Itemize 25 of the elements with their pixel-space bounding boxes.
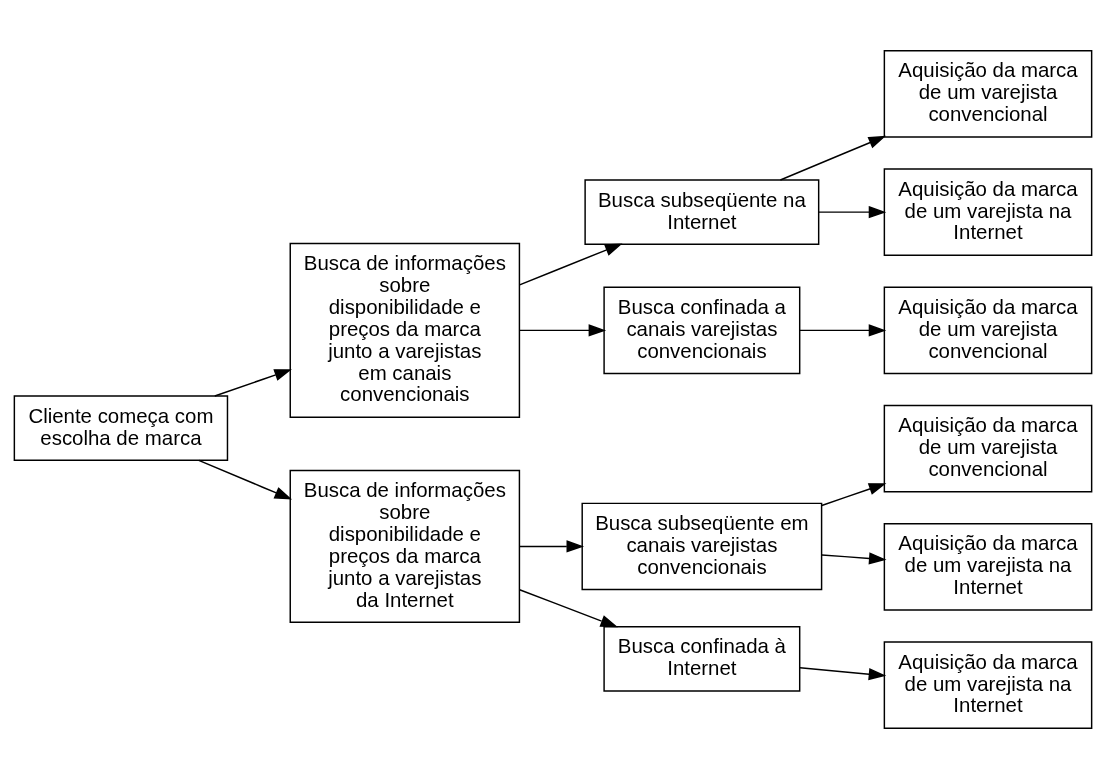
node-box: Busca subseqüente na Internet — [584, 178, 820, 245]
node-box: Aquisição da marca de um varejista convencional — [883, 404, 1093, 492]
node-box: Aquisição da marca de um varejista convencional — [883, 286, 1093, 374]
node-box: Aquisição da marca de um varejista na Internet — [883, 167, 1093, 256]
arrow — [821, 482, 887, 506]
arrow — [818, 205, 887, 218]
arrow — [518, 588, 619, 627]
node-box: Cliente começa com escolha de marca — [13, 394, 229, 461]
node-box: Aquisição da marca de um varejista na Internet — [883, 640, 1093, 729]
arrow — [214, 368, 292, 397]
node-box: Aquisição da marca de um varejista na Internet — [883, 522, 1093, 611]
arrow — [518, 539, 585, 553]
arrow — [779, 135, 887, 181]
arrow — [198, 459, 293, 500]
arrow — [799, 666, 887, 680]
node-box: Busca subseqüente em canais varejistas convencionais — [581, 502, 823, 590]
node-box: Busca confinada a canais varejistas convencionais — [603, 286, 801, 374]
arrow — [799, 323, 887, 336]
node-box: Aquisição da marca de um varejista convencional — [883, 49, 1093, 138]
node-box: Busca de informações sobre disponibilidade e preços da marca junto a varejistas da Internet — [289, 469, 521, 623]
node-box: Busca de informações sobre disponibilidade e preços da marca junto a varejistas em canais convencionais — [289, 242, 521, 418]
node-box: Busca confinada à Internet — [603, 625, 801, 692]
arrow — [518, 323, 607, 336]
arrow — [821, 551, 887, 564]
arrow — [518, 242, 623, 286]
